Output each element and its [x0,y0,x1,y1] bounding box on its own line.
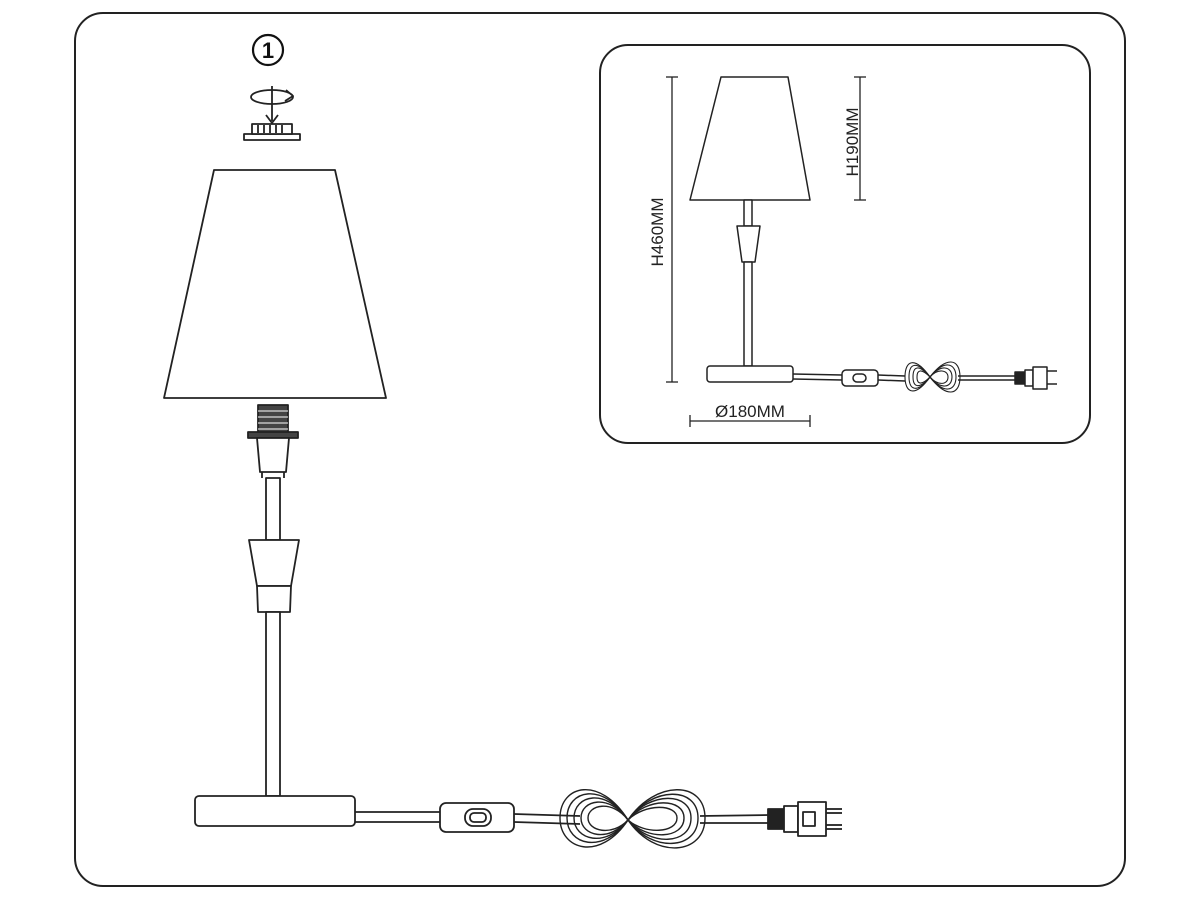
step-number: 1 [262,38,274,63]
lamp-base [194,795,356,827]
plug-icon [767,801,842,837]
shade-ring-icon [243,123,301,141]
lamp-shade [163,169,387,399]
inset-lamp [689,76,1057,393]
shade-height-label: H190MM [843,108,862,177]
step-number-badge: 1 [251,33,285,67]
upper-stem [265,477,281,541]
shade-height-dimension [854,76,866,201]
cord-coil [559,789,706,849]
stem-ornament [248,539,300,613]
total-height-dimension [666,76,678,383]
rotate-arrow-icon [250,86,294,124]
main-lamp: 1 [163,33,842,849]
base-diameter-dimension [689,415,811,427]
dimension-inset: H460MM H190MM Ø180MM [599,44,1091,444]
total-height-label: H460MM [648,198,667,267]
base-diameter-label: Ø180MM [715,402,785,421]
lower-stem [265,611,281,797]
outer-frame [74,12,1126,887]
lamp-socket [247,404,299,478]
switch-icon [439,802,515,833]
